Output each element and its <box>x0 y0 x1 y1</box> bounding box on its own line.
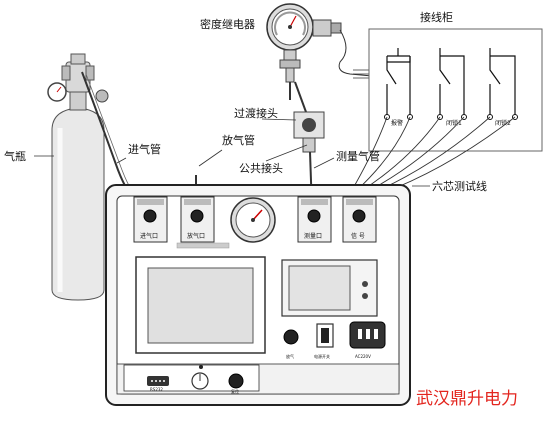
label-cabinet: 接线柜 <box>420 10 453 24</box>
density-relay <box>266 3 342 83</box>
label-cylinder: 气瓶 <box>4 149 26 163</box>
rs232-label: RS232 <box>150 387 163 392</box>
display-button-icon[interactable] <box>362 281 368 287</box>
indicator-led-icon <box>199 365 203 369</box>
measure-port[interactable]: 测量口 <box>297 196 332 243</box>
inlet-port[interactable]: 进气口 <box>133 196 168 243</box>
terminal-lock-2: 闭锁2 <box>495 119 511 127</box>
measure-port-label: 测量口 <box>304 232 322 240</box>
label-density-relay: 密度继电器 <box>200 17 255 31</box>
vent-button[interactable] <box>283 329 299 345</box>
wiring-cabinet <box>368 28 543 152</box>
inlet-port-label: 进气口 <box>140 232 158 240</box>
pressure-gauge <box>230 197 276 243</box>
vent-port[interactable]: 放气口 <box>180 196 215 243</box>
label-common-joint: 公共接头 <box>239 162 283 175</box>
printer-window <box>135 256 266 354</box>
terminal-lock-1: 闭锁1 <box>446 119 462 127</box>
transition-joint <box>289 81 325 153</box>
label-six-core-cable: 六芯测试线 <box>432 179 487 193</box>
reset-label: 复位 <box>231 388 239 394</box>
signal-port[interactable]: 信 号 <box>342 196 377 243</box>
ac-power-label: AC220V <box>355 354 371 359</box>
power-switch-label: 电源开关 <box>314 353 330 359</box>
relay-cable <box>338 29 373 77</box>
label-measure-pipe: 测量气管 <box>336 149 380 163</box>
label-vent-pipe: 放气管 <box>222 133 255 147</box>
terminal-alarm: 报警 <box>391 119 403 127</box>
vent-button-label: 放气 <box>286 353 294 359</box>
power-switch[interactable] <box>316 323 334 348</box>
rs232-port[interactable] <box>147 376 169 386</box>
cylinder-valve-knob-icon <box>95 89 109 103</box>
label-inlet-pipe: 进气管 <box>128 142 161 156</box>
vent-port-label: 放气口 <box>187 232 205 240</box>
ac-power-socket[interactable] <box>349 321 386 349</box>
label-transition-joint: 过渡接头 <box>234 106 278 120</box>
display-button-icon[interactable] <box>362 293 368 299</box>
lcd-display <box>281 259 378 317</box>
signal-port-label: 信 号 <box>351 232 365 240</box>
gas-cylinder <box>47 53 109 301</box>
reset-button[interactable] <box>228 373 244 389</box>
brand-text: 武汉鼎升电力 <box>416 389 518 409</box>
